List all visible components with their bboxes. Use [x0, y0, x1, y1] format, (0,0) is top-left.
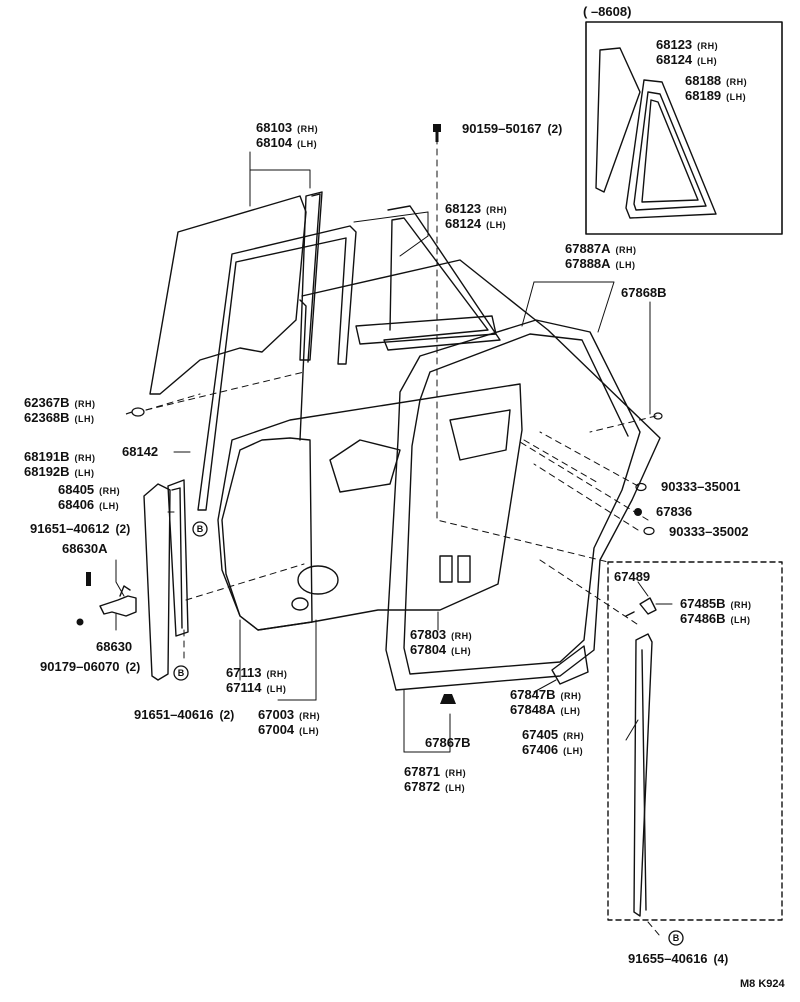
label-68630: 68630: [96, 639, 133, 654]
label-67113: 67113(RH) 67114(LH): [226, 665, 288, 695]
inset-frame: [585, 21, 783, 235]
label-67485B: 67485B(RH) 67486B(LH): [680, 596, 752, 626]
label-67867B: 67867B: [425, 735, 471, 750]
label-68630A: 68630A: [62, 541, 108, 556]
inset-caption: ( –8608): [583, 4, 632, 19]
outside-garnish: [167, 479, 189, 637]
sub-assembly-frame: [607, 561, 783, 921]
door-weatherstrip: [299, 299, 307, 441]
circled-b-fastener-icon: [173, 521, 684, 946]
side-tag: (RH): [697, 41, 719, 51]
glass-run-channel: [197, 225, 357, 511]
label-91655-40616: 91655–40616(4): [628, 951, 729, 967]
door-outer-panel: [221, 437, 313, 631]
grommet-icon: [634, 508, 642, 516]
svg-text:B: B: [178, 668, 185, 678]
door-glass: [149, 195, 307, 395]
panel-hole: [297, 565, 339, 595]
part-number: 68124: [656, 52, 693, 67]
label-90333-35001: 90333–35001: [661, 479, 741, 494]
label-67489: 67489: [614, 569, 651, 584]
label-67871: 67871(RH) 67872(LH): [404, 764, 467, 794]
rear-lower-sash: [143, 483, 171, 681]
label-68103: 68103(RH) 68104(LH): [256, 120, 319, 150]
label-67868B: 67868B: [621, 285, 667, 300]
label-68123: 68123(RH) 68124(LH): [445, 201, 508, 231]
label-62367B: 62367B(RH) 62368B(LH): [24, 395, 96, 425]
svg-text:B: B: [197, 524, 204, 534]
label-67887A: 67887A(RH) 67888A(LH): [565, 241, 637, 271]
label-67405: 67405(RH) 67406(LH): [522, 727, 585, 757]
label-90333-35002: 90333–35002: [669, 524, 749, 539]
door-inner-panel: [217, 383, 523, 631]
label-67847B: 67847B(RH) 67848A(LH): [510, 687, 582, 717]
ring-icon: [635, 412, 663, 536]
svg-text:B: B: [673, 933, 680, 943]
label-68142: 68142: [122, 444, 159, 459]
label-67003: 67003(RH) 67004(LH): [258, 707, 321, 737]
clip-icon: [125, 407, 145, 417]
rear-door-stopper-cover: [551, 645, 589, 685]
screw-icon: [76, 572, 456, 704]
outer-weatherstrip: [301, 259, 661, 691]
division-bar: [299, 191, 323, 361]
label-90179-06070: 90179–06070(2): [40, 659, 141, 675]
inset-weatherstrip: [625, 79, 717, 219]
label-68188: 68188(RH) 68189(LH): [685, 73, 748, 103]
label-68191B: 68191B(RH) 68192B(LH): [24, 449, 96, 479]
label-90159: 90159–50167(2): [462, 121, 563, 137]
label-67836: 67836: [656, 504, 693, 519]
footer-code: M8 K924: [740, 978, 785, 990]
label-67803: 67803(RH) 67804(LH): [410, 627, 473, 657]
quarter-glass-frame: [383, 205, 501, 351]
rear-retainer-clip: [639, 597, 657, 615]
label-68123-inset: 68123 (RH) 68124 (LH): [656, 38, 718, 68]
inset-quarter-glass: [595, 47, 641, 193]
bolt-icon: [433, 124, 441, 142]
rear-door-channel: [633, 633, 653, 917]
label-91651-40612: 91651–40612(2): [30, 521, 131, 537]
side-tag: (LH): [697, 56, 718, 66]
door-hinge: [99, 595, 137, 617]
label-91651-40616: 91651–40616(2): [134, 707, 235, 723]
label-68405: 68405(RH) 68406(LH): [58, 482, 121, 512]
part-number: 68123: [656, 37, 693, 52]
